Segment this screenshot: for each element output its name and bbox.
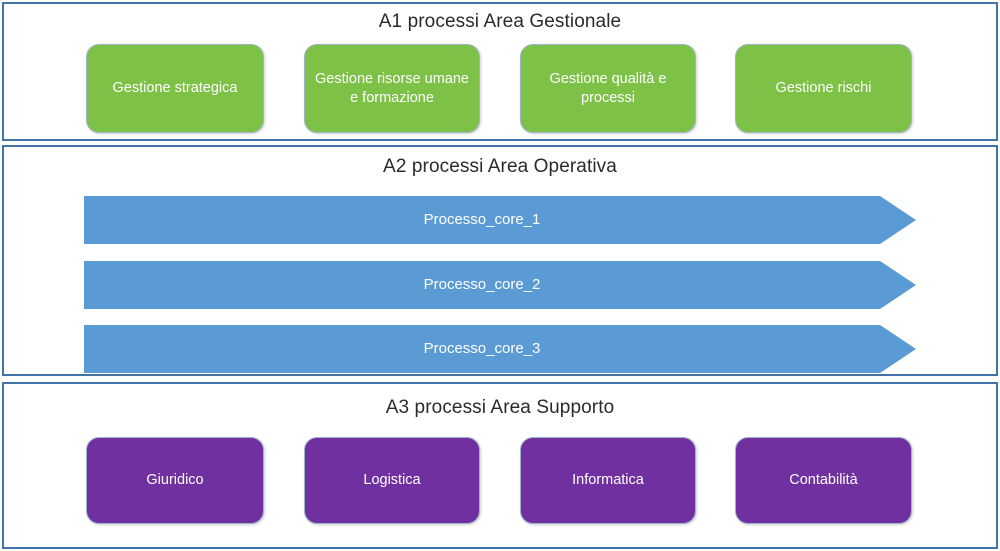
panel-a1-area-gestionale: A1 processi Area Gestionale Gestione str… <box>2 2 998 141</box>
node-gestione-rischi[interactable]: Gestione rischi <box>735 44 912 133</box>
panel-a1-title: A1 processi Area Gestionale <box>378 11 622 32</box>
arrow-processo-core-3[interactable]: Processo_core_3 <box>84 325 916 373</box>
node-label: Gestione strategica <box>112 80 238 96</box>
panel-a2-area-operativa: A2 processi Area Operativa Processo_core… <box>2 145 998 376</box>
arrow-shape-icon <box>84 196 916 244</box>
node-label: Logistica <box>363 472 421 488</box>
node-gestione-strategica[interactable]: Gestione strategica <box>86 44 264 133</box>
node-label: Gestione risorse umane e formazione <box>315 70 469 106</box>
node-informatica[interactable]: Informatica <box>520 437 696 524</box>
node-logistica[interactable]: Logistica <box>304 437 480 524</box>
node-label: Gestione qualità e processi <box>549 70 667 106</box>
arrow-processo-core-1[interactable]: Processo_core_1 <box>84 196 916 244</box>
panel-a3-title: A3 processi Area Supporto <box>385 397 615 418</box>
panel-a2-title: A2 processi Area Operativa <box>383 156 617 177</box>
arrow-shape-icon <box>84 325 916 373</box>
node-gestione-risorse-umane-e-formazione[interactable]: Gestione risorse umane e formazione <box>304 44 480 133</box>
node-label: Informatica <box>572 472 644 488</box>
arrow-shape-icon <box>84 261 916 309</box>
node-label: Contabilità <box>789 472 858 488</box>
arrow-processo-core-2[interactable]: Processo_core_2 <box>84 261 916 309</box>
node-contabilita[interactable]: Contabilità <box>735 437 912 524</box>
panel-a3-area-supporto: A3 processi Area Supporto Giuridico Logi… <box>2 382 998 549</box>
node-giuridico[interactable]: Giuridico <box>86 437 264 524</box>
node-label: Giuridico <box>146 472 204 488</box>
node-gestione-qualita-e-processi[interactable]: Gestione qualità e processi <box>520 44 696 133</box>
node-label: Gestione rischi <box>775 80 872 96</box>
